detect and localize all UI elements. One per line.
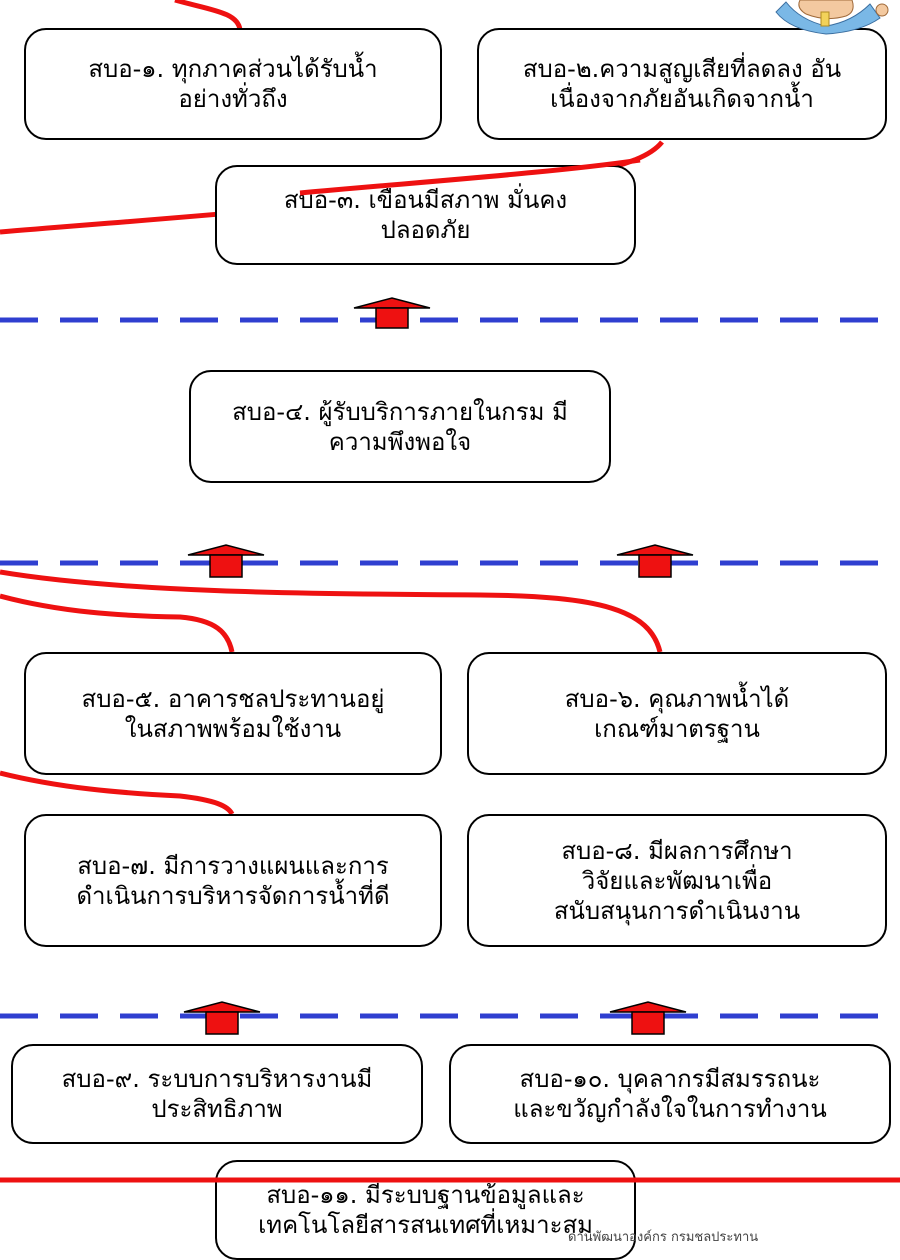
objective-2-line-2: เนื่องจากภัยอันเกิดจากน้ำ (550, 85, 814, 113)
objective-10-line-2: และขวัญกำลังใจในการทำงาน (513, 1095, 827, 1123)
objective-box-2: สบอ-๒.ความสูญเสียที่ลดลง อันเนื่องจากภัย… (477, 28, 887, 140)
objective-1-line-2: อย่างทั่วถึง (178, 85, 288, 113)
objective-4-line-2: ความพึงพอใจ (328, 427, 472, 456)
objective-8-line-3: สนับสนุนการดำเนินงาน (553, 896, 801, 925)
up-arrow-icon (609, 1001, 687, 1035)
objective-box-6: สบอ-๖. คุณภาพน้ำได้เกณฑ์มาตรฐาน (467, 652, 887, 775)
objective-5-line-1: สบอ-๕. อาคารชลประทานอยู่ (81, 684, 385, 713)
objective-2-line-1: สบอ-๒.ความสูญเสียที่ลดลง อัน (522, 55, 842, 83)
up-arrow-icon (616, 544, 694, 578)
objective-1-line-1: สบอ-๑. ทุกภาคส่วนได้รับน้ำ (88, 55, 378, 83)
link-curve-top (174, 0, 243, 31)
objective-6-line-1: สบอ-๖. คุณภาพน้ำได้ (564, 684, 790, 713)
up-arrow-icon (353, 297, 431, 329)
objective-3-line-2: ปลอดภัย (380, 216, 471, 244)
objective-5-line-2: ในสภาพพร้อมใช้งาน (124, 714, 342, 743)
objective-box-10: สบอ-๑๐. บุคลากรมีสมรรถนะและขวัญกำลังใจใน… (449, 1044, 891, 1144)
objective-6-line-2: เกณฑ์มาตรฐาน (594, 714, 760, 743)
objective-box-3: สบอ-๓. เขื่อนมีสภาพ มั่นคงปลอดภัย (215, 165, 636, 265)
objective-11-line-2: เทคโนโลยีสารสนเทศที่เหมาะสม (258, 1211, 593, 1239)
objective-box-9: สบอ-๙. ระบบการบริหารงานมีประสิทธิภาพ (11, 1044, 423, 1144)
objective-box-7: สบอ-๗. มีการวางแผนและการดำเนินการบริหารจ… (24, 814, 442, 947)
link-curve-b7 (0, 770, 235, 816)
objective-8-line-2: วิจัยและพัฒนาเพื่อ (581, 866, 773, 895)
up-arrow-icon (183, 1001, 261, 1035)
link-curve-b6 (0, 569, 663, 653)
objective-7-line-1: สบอ-๗. มีการวางแผนและการ (77, 851, 389, 880)
objective-9-line-2: ประสิทธิภาพ (151, 1095, 283, 1123)
objective-box-1: สบอ-๑. ทุกภาคส่วนได้รับน้ำอย่างทั่วถึง (24, 28, 442, 140)
up-arrow-icon (187, 544, 265, 578)
footer-note: ดานพัฒนาองค์กร กรมชลประทาน (568, 1230, 759, 1245)
objective-9-line-1: สบอ-๙. ระบบการบริหารงานมี (61, 1065, 373, 1093)
objective-box-8: สบอ-๘. มีผลการศึกษาวิจัยและพัฒนาเพื่อสนั… (467, 814, 887, 947)
objective-4-line-1: สบอ-๔. ผู้รับบริการภายในกรม มี (232, 397, 568, 426)
objective-8-line-1: สบอ-๘. มีผลการศึกษา (561, 836, 793, 865)
link-curve-b5 (0, 593, 235, 653)
objective-10-line-1: สบอ-๑๐. บุคลากรมีสมรรถนะ (519, 1065, 821, 1093)
objective-box-5: สบอ-๕. อาคารชลประทานอยู่ในสภาพพร้อมใช้งา… (24, 652, 442, 775)
objective-3-line-1: สบอ-๓. เขื่อนมีสภาพ มั่นคง (283, 186, 568, 214)
objective-11-line-1: สบอ-๑๑. มีระบบฐานข้อมูลและ (266, 1181, 585, 1209)
objective-7-line-2: ดำเนินการบริหารจัดการน้ำที่ดี (76, 881, 390, 910)
objective-box-4: สบอ-๔. ผู้รับบริการภายในกรม มีความพึงพอใ… (189, 370, 611, 483)
